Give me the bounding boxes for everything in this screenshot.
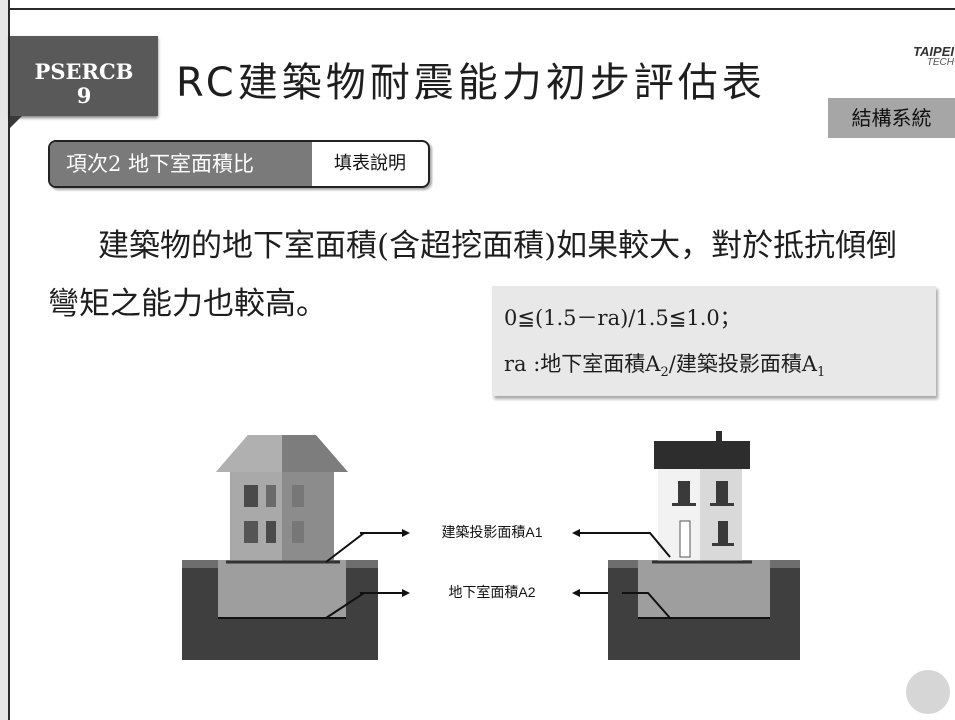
body-text-line-2: 彎矩之能力也較高。 (48, 286, 327, 322)
label-a2: 地下室面積A2 (448, 584, 535, 600)
logo-bottom-text: TECH (926, 57, 954, 68)
formula-line-1: 0≦(1.5－ra)/1.5≦1.0； (504, 306, 741, 330)
instructions-link[interactable]: 填表說明 (334, 153, 406, 174)
diagram-labels: 建築投影面積A1 地下室面積A2 (360, 524, 622, 600)
item-header: 項次2 地下室面積比 填表說明 (48, 140, 430, 188)
code-badge: PSERCB9 (10, 36, 158, 116)
page-title: RC建築物耐震能力初步評估表 (176, 60, 766, 106)
slide-left-border (0, 0, 8, 720)
formula-text-a: ra :地下室面積A (504, 352, 661, 376)
right-basement (638, 560, 770, 618)
nav-circle-button[interactable] (906, 670, 950, 714)
badge-fold (10, 116, 22, 128)
taipei-tech-logo: TAIPEI TECH (896, 44, 955, 74)
slide-left-line (8, 0, 10, 720)
formula-sub-1: 1 (817, 365, 826, 381)
section-tag: 結構系統 (828, 98, 955, 138)
formula-line-2: ra :地下室面積A2/建築投影面積A1 (504, 348, 825, 380)
formula-text-b: /建築投影面積A (668, 352, 818, 376)
body-text-line-1: 建築物的地下室面積(含超挖面積)如果較大，對於抵抗傾倒 (98, 228, 898, 264)
item-label: 項次2 地下室面積比 (50, 142, 312, 186)
basement-diagram: 建築投影面積A1 地下室面積A2 (182, 431, 800, 660)
formula-sub-2: 2 (660, 365, 669, 381)
logo-top-text: TAIPEI (913, 44, 954, 59)
slide-top-line (8, 8, 955, 10)
left-basement (218, 560, 346, 618)
formula-box: 0≦(1.5－ra)/1.5≦1.0； ra :地下室面積A2/建築投影面積A1 (492, 286, 936, 396)
right-house-illustration (608, 431, 800, 660)
label-a1: 建築投影面積A1 (441, 524, 542, 540)
left-house-illustration (182, 435, 402, 660)
badge-text: PSERCB9 (34, 59, 134, 108)
